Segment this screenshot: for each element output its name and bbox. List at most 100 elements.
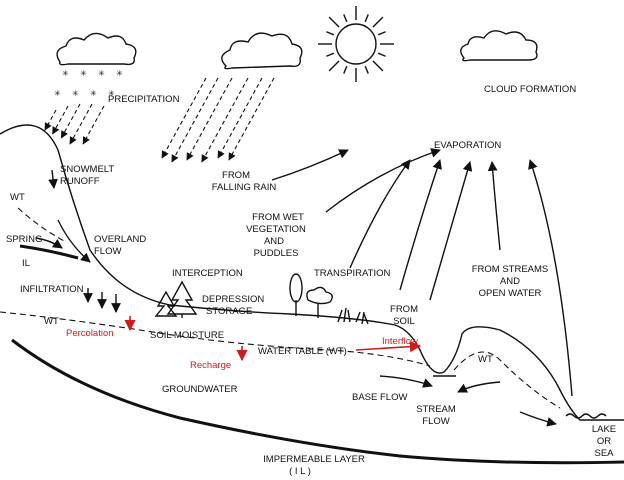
label-from-streams: FROM STREAMS (472, 264, 549, 275)
arrow-from-soil (399, 159, 442, 291)
sun-ray (372, 60, 384, 72)
label-from-soil: FROM (390, 304, 418, 315)
wt-right-line (453, 351, 561, 409)
sun-ray (364, 14, 369, 23)
wave-icon (565, 413, 607, 419)
arrow-spring (35, 237, 63, 249)
label-and: AND (264, 236, 284, 247)
arrow-transpiration (349, 159, 411, 269)
sun-ray (326, 52, 335, 57)
label-puddles: PUDDLES (254, 248, 299, 259)
label-evaporation: EVAPORATION (434, 140, 501, 151)
tree-icon (289, 273, 333, 318)
rain-streak (60, 103, 81, 139)
label-wt-mid: WT (44, 316, 59, 327)
label-flow: FLOW (94, 246, 121, 257)
arrow-snowmelt (48, 169, 58, 189)
snowflake-icon: ✳ (90, 89, 97, 98)
label-water-table: WATER TABLE (WT) (258, 346, 347, 357)
sun-ray (326, 31, 335, 36)
label-wt-right: WT (478, 354, 493, 365)
rain-streak (69, 103, 93, 145)
label-stream-flow: FLOW (422, 416, 449, 427)
rain-streak (228, 77, 275, 161)
label-from-wet: FROM WET (252, 212, 304, 223)
label-snowmelt: SNOWMELT (60, 164, 114, 175)
arrow-overland (57, 219, 91, 263)
grass-icon (337, 307, 369, 325)
sun-ray (377, 31, 386, 36)
rain-streak (161, 77, 207, 159)
label-runoff: RUNOFF (60, 176, 100, 187)
sun-ray (377, 52, 386, 57)
label-soil-moisture: SOIL MOISTURE (150, 330, 224, 341)
land-surface (0, 124, 624, 421)
arrow-streams (487, 161, 501, 251)
label-cloud-formation: CLOUD FORMATION (484, 84, 576, 95)
label-lake-sea: SEA (594, 448, 614, 459)
arrow-open-water (528, 159, 573, 397)
label-wt-left: WT (10, 192, 25, 203)
arrow-wet-vegetation (325, 148, 441, 213)
label-from: FROM (222, 170, 250, 181)
sun-ray (364, 65, 369, 74)
water-table-line (0, 311, 431, 367)
arrow-base-flow-right (457, 381, 501, 393)
label-percolation: Percolation (66, 328, 114, 339)
label-overland: OVERLAND (94, 234, 146, 245)
label-interception: INTERCEPTION (172, 268, 243, 279)
label-interflow: Interflow (382, 336, 418, 347)
label-storage: STORAGE (206, 306, 252, 317)
label-precipitation: PRECIPITATION (108, 94, 180, 105)
rain-streak (217, 77, 263, 159)
arrow-interflow (355, 341, 422, 353)
snowflake-icon: ✳ (72, 89, 79, 98)
il-left-line (19, 244, 79, 260)
snowflake-icon: ✳ (98, 69, 105, 78)
snowflake-icon: ✳ (62, 69, 69, 78)
label-base-flow: BASE FLOW (352, 392, 407, 403)
rain-streak (82, 105, 105, 145)
sun-ray (328, 16, 340, 28)
rain-streak (186, 77, 233, 161)
tree-icon (154, 280, 198, 318)
sun-ray (343, 14, 348, 23)
label-streams-and: AND (500, 276, 520, 287)
snowflake-icon: ✳ (108, 89, 115, 98)
label-falling-rain: FALLING RAIN (212, 182, 277, 193)
label-depression: DEPRESSION (202, 294, 264, 305)
snowflake-icon: ✳ (80, 69, 87, 78)
sun-ray (343, 65, 348, 74)
label-groundwater: GROUNDWATER (162, 384, 238, 395)
arrow-falling-rain (271, 149, 349, 181)
sun-ray (372, 16, 384, 28)
rain-streak (52, 105, 69, 135)
rain-streaks (44, 77, 275, 163)
sun-icon (318, 6, 394, 82)
label-vegetation: VEGETATION (246, 224, 306, 235)
label-impermeable-layer: IMPERMEABLE LAYER (263, 454, 365, 465)
arrow-stream-to-lake (519, 411, 557, 427)
label-il-left: IL (22, 258, 30, 269)
rain-streak (201, 77, 249, 163)
rain-streak (171, 77, 219, 163)
snowflake-icon: ✳✳✳✳✳✳✳✳ (54, 69, 123, 98)
sun-ray (328, 60, 340, 72)
label-recharge: Recharge (190, 360, 231, 371)
snowflake-icon: ✳ (54, 89, 61, 98)
label-transpiration: TRANSPIRATION (314, 268, 390, 279)
label-lake-or: OR (597, 436, 611, 447)
arrow-base-flow (379, 375, 433, 388)
cloud-icon (56, 32, 137, 66)
cloud-icon (460, 30, 538, 62)
cloud-icon (221, 32, 303, 70)
rain-streak (44, 109, 57, 131)
label-spring: SPRING (6, 234, 42, 245)
label-open-water: OPEN WATER (479, 288, 542, 299)
arrow-soil-2 (429, 161, 473, 301)
impermeable-layer-line (11, 338, 624, 465)
label-impermeable-il: ( I L ) (289, 466, 311, 477)
label-soil: SOIL (393, 316, 415, 327)
